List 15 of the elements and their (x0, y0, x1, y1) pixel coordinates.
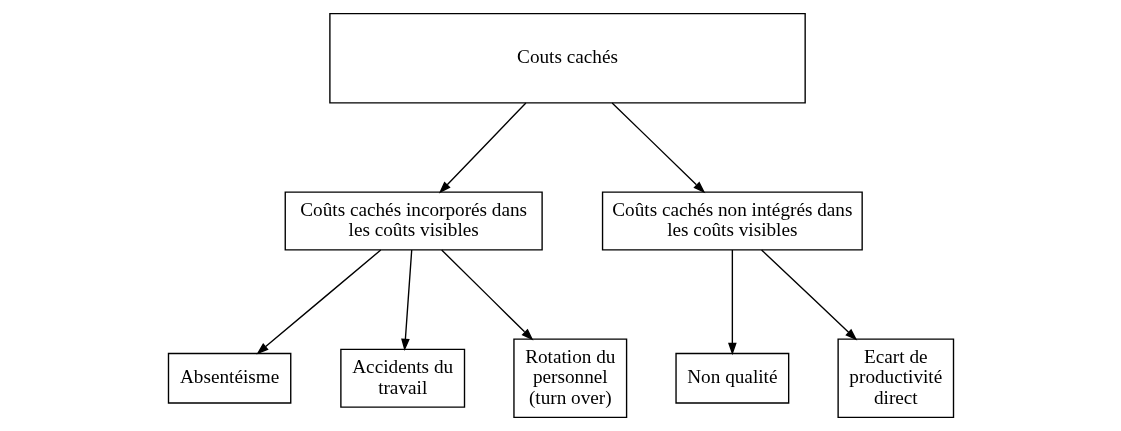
arrow (760, 249, 857, 341)
arrow (400, 249, 412, 352)
node-box: Ecart de productivité direct (836, 338, 954, 419)
node-box: Rotation du personnel (turn over) (512, 338, 627, 419)
node-box: Accidents du travail (339, 348, 465, 408)
node-box: Couts cachés (328, 12, 806, 104)
node-box: Coûts cachés incorporés dans les coûts visibles (284, 191, 543, 251)
arrow (438, 102, 527, 194)
node-box: Coûts cachés non intégrés dans les coûts visibles (601, 191, 863, 251)
arrow (727, 249, 737, 356)
arrow (255, 249, 381, 355)
arrow (440, 249, 533, 341)
node-box: Non qualité (674, 352, 789, 404)
arrow (610, 102, 705, 194)
node-box: Absentéisme (167, 352, 291, 404)
